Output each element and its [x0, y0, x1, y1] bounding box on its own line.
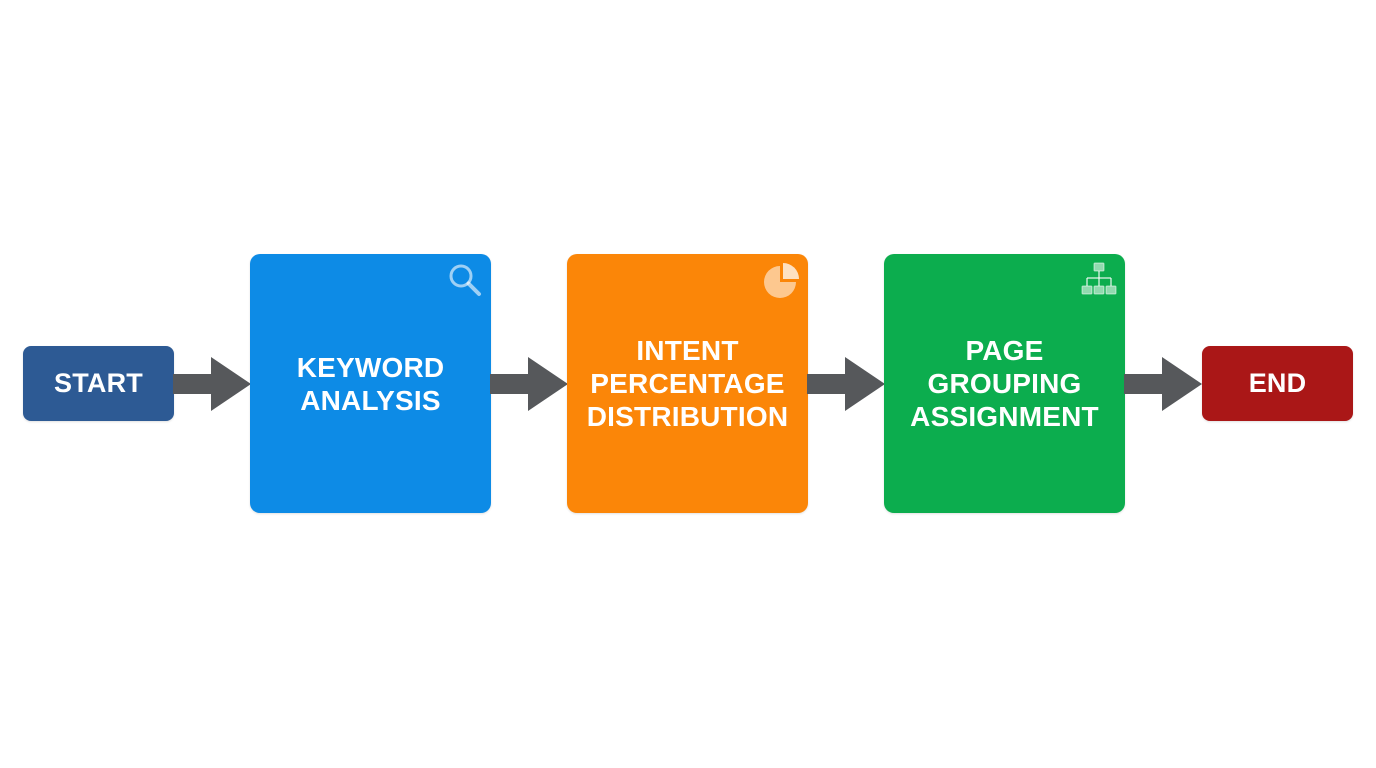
- page-grouping-label: PAGE GROUPING ASSIGNMENT: [910, 335, 1099, 432]
- intent-distribution-node: INTENT PERCENTAGE DISTRIBUTION: [567, 254, 808, 513]
- keyword-analysis-node: KEYWORD ANALYSIS: [250, 254, 491, 513]
- hierarchy-icon: [1081, 262, 1117, 295]
- arrow-intent-to-page: [807, 357, 885, 411]
- magnifier-icon: [449, 264, 481, 296]
- arrow-keyword-to-intent: [490, 357, 568, 411]
- start-node: START: [23, 346, 174, 421]
- start-label: START: [54, 368, 143, 398]
- arrow-start-to-keyword: [173, 357, 251, 411]
- keyword-analysis-label: KEYWORD ANALYSIS: [296, 351, 445, 416]
- page-grouping-node: PAGE GROUPING ASSIGNMENT: [884, 254, 1125, 513]
- end-label: END: [1248, 368, 1307, 398]
- end-node: END: [1202, 346, 1353, 421]
- intent-distribution-label: INTENT PERCENTAGE DISTRIBUTION: [586, 335, 789, 432]
- arrow-page-to-end: [1124, 357, 1202, 411]
- pie-chart-icon: [764, 263, 799, 298]
